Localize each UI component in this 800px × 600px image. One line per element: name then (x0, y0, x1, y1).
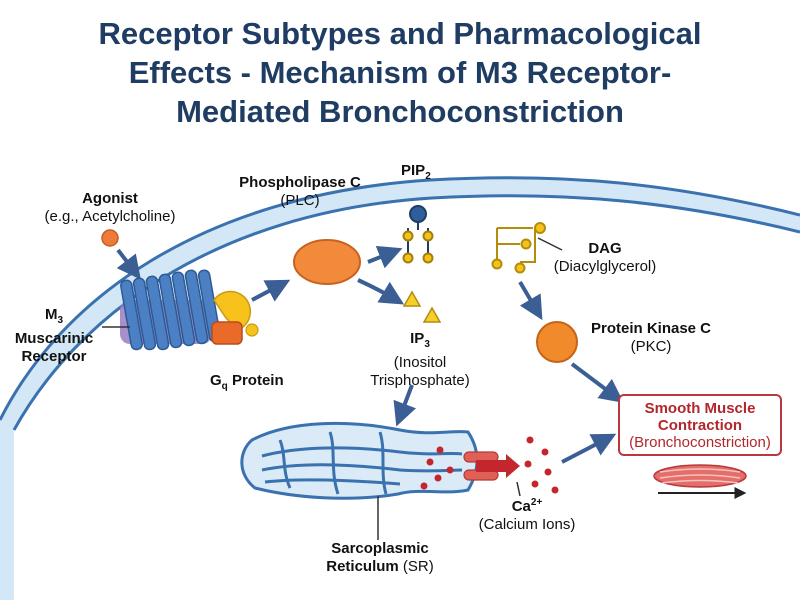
arrow-agonist-to-receptor (116, 248, 141, 280)
m3-receptor (120, 269, 222, 351)
muscle-fiber-icon (653, 464, 747, 499)
arrow-ca-to-contraction (561, 433, 617, 464)
agonist-example-label: (e.g., Acetylcholine) (44, 208, 176, 225)
calcium-channel (463, 451, 520, 481)
title-line-1: Receptor Subtypes and Pharmacological (98, 16, 702, 51)
agonist-molecule (101, 229, 119, 247)
ca-label-leader (516, 481, 521, 497)
dag-full-label: (Diacylglycerol) (553, 258, 657, 275)
dag-molecule (491, 222, 546, 274)
title-line-2: Effects - Mechanism of M3 Receptor- (128, 55, 672, 90)
pip2-molecule (402, 205, 434, 264)
plc-abbr-label: (PLC) (280, 192, 320, 209)
plc-enzyme (293, 239, 361, 285)
pkc-label: Protein Kinase C (PKC) (590, 320, 712, 355)
arrow-ip3-to-sr (393, 384, 417, 427)
gq-protein-label: Gq Protein (210, 372, 284, 392)
m3-receptor-label: M3 Muscarinic Receptor (14, 306, 94, 365)
arrow-gq-to-plc (251, 279, 291, 302)
arrow-plc-to-ip3 (357, 278, 405, 305)
pkc-enzyme (536, 321, 578, 363)
dag-label: DAG (Diacylglycerol) (553, 240, 657, 275)
calcium-ions (420, 436, 559, 494)
arrow-pkc-to-contraction (570, 362, 624, 403)
calcium-full-label: (Calcium Ions) (478, 516, 576, 533)
pkc-abbr-label: (PKC) (630, 338, 672, 355)
pip2-label: PIP2 (401, 162, 431, 182)
title-line-3: Mediated Bronchoconstriction (176, 94, 624, 129)
gq-protein (211, 290, 259, 345)
ip3-molecules (402, 290, 442, 323)
smooth-muscle-contraction-box: Smooth Muscle Contraction (Bronchoconstr… (618, 394, 782, 456)
calcium-label: Ca2+ (Calcium Ions) (478, 497, 576, 533)
dag-label-leader (537, 237, 563, 251)
arrow-plc-to-pip2 (367, 245, 403, 269)
arrow-dag-to-pkc (518, 280, 543, 321)
ip3-label: IP3 (Inositol Trisphosphate) (370, 330, 470, 389)
sarcoplasmic-reticulum (240, 421, 479, 500)
agonist-label: Agonist (e.g., Acetylcholine) (44, 190, 176, 225)
plc-label: Phospholipase C (PLC) (239, 174, 361, 209)
sr-label: Sarcoplasmic Reticulum (SR) (326, 540, 434, 575)
page-title: Receptor Subtypes and Pharmacological Ef… (0, 14, 800, 131)
